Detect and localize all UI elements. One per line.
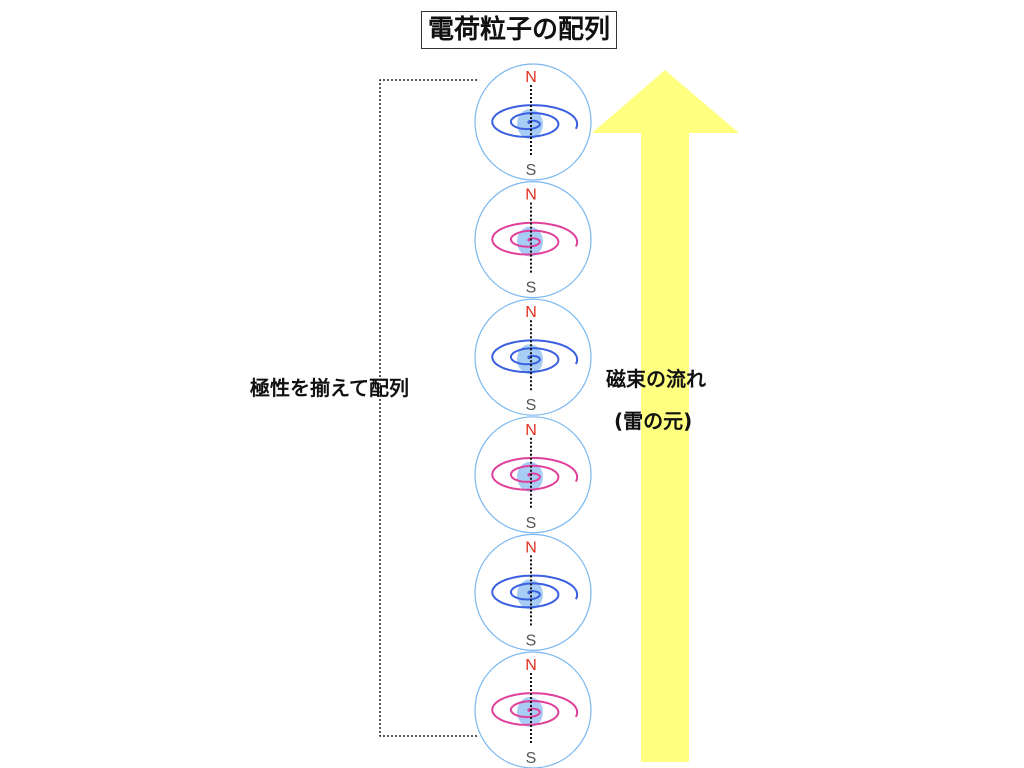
south-pole-label: S <box>526 515 537 532</box>
diagram-title: 電荷粒子の配列 <box>421 11 618 49</box>
south-pole-label: S <box>526 162 537 179</box>
particle-spiral <box>491 574 579 609</box>
charged-particle: NS <box>474 181 592 299</box>
particle-sphere <box>474 533 592 652</box>
particle-spiral <box>491 221 579 256</box>
particle-sphere <box>474 298 592 416</box>
particle-spiral <box>491 457 579 491</box>
particle-sphere <box>474 416 592 534</box>
particle-sphere <box>474 181 592 299</box>
magnetic-flux-arrow <box>592 70 739 762</box>
north-pole-label: N <box>525 187 537 204</box>
north-pole-label: N <box>525 539 537 556</box>
alignment-bracket <box>379 79 477 737</box>
south-pole-label: S <box>526 397 537 414</box>
south-pole-label: S <box>526 750 537 767</box>
north-pole-label: N <box>525 657 537 674</box>
south-pole-label: S <box>526 632 537 649</box>
particle-sphere <box>474 651 592 768</box>
flux-flow-label: 磁束の流れ <box>606 367 706 391</box>
particle-spiral <box>491 339 579 374</box>
charged-particle: NS <box>474 298 592 416</box>
charged-particle: NS <box>474 651 592 768</box>
charged-particle: NS <box>474 416 592 534</box>
north-pole-label: N <box>525 422 537 439</box>
north-pole-label: N <box>525 304 537 321</box>
particle-spiral <box>491 692 579 726</box>
north-pole-label: N <box>525 69 537 86</box>
south-pole-label: S <box>526 280 537 297</box>
lightning-source-label: (雷の元) <box>614 409 693 433</box>
particle-spiral <box>491 104 579 138</box>
charged-particle: NS <box>474 63 592 181</box>
particle-sphere <box>474 63 592 181</box>
charged-particle: NS <box>474 533 592 652</box>
polarity-alignment-label: 極性を揃えて配列 <box>250 376 409 400</box>
